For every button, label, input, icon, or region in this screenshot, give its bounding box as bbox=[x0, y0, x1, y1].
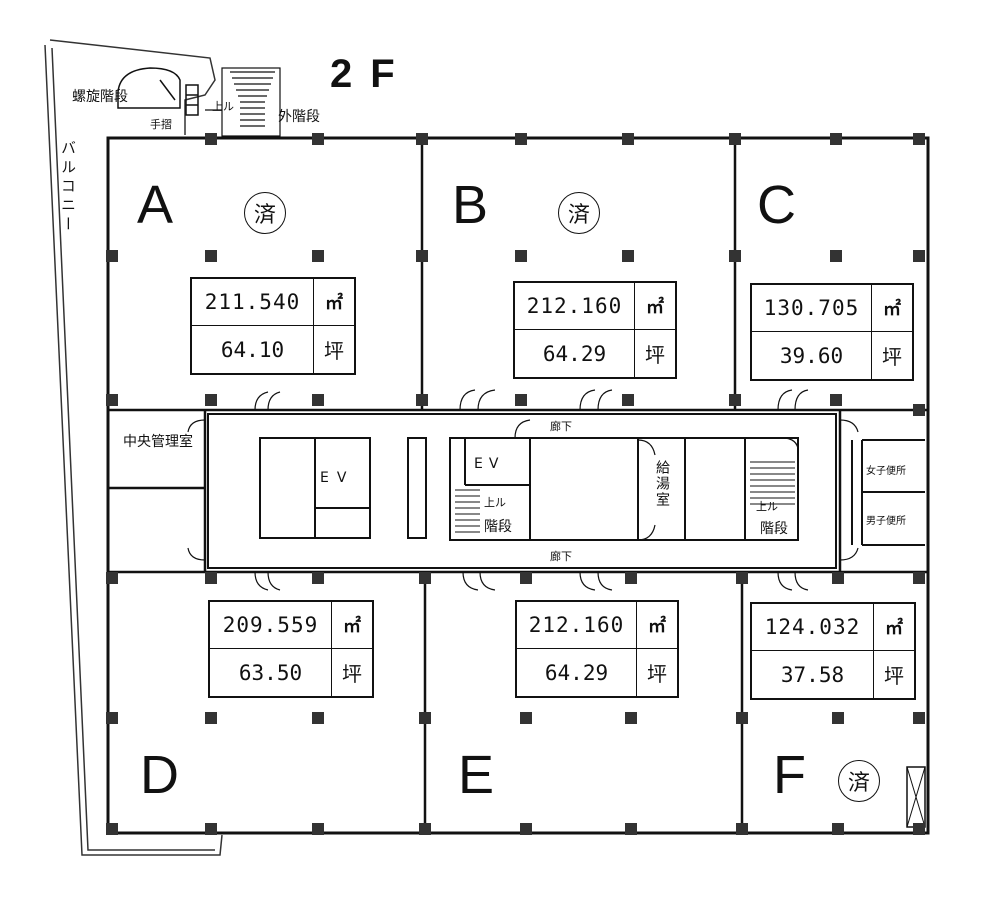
unit-c-tsubo: 39.60 bbox=[752, 332, 872, 379]
stair-left-label: 階段 bbox=[484, 519, 512, 535]
unit-f-tsubo-unit: 坪 bbox=[884, 664, 904, 688]
womens-toilet-label: 女子便所 bbox=[866, 466, 906, 477]
unit-f-sqm: 124.032 bbox=[752, 604, 874, 651]
unit-f-letter: F bbox=[773, 745, 806, 805]
ev-label-2: EV bbox=[474, 456, 505, 472]
unit-a-sqm-unit: ㎡ bbox=[314, 279, 354, 326]
corridor-top-label: 廊下 bbox=[550, 420, 572, 433]
unit-e-sqm-unit: ㎡ bbox=[637, 602, 677, 649]
unit-c-sqm: 130.705 bbox=[752, 285, 872, 332]
stair-left-up-label: 上ル bbox=[484, 496, 506, 509]
exterior-stair-drawing bbox=[205, 67, 281, 137]
unit-e-sqm: 212.160 bbox=[517, 602, 637, 649]
unit-d-tsubo-unit: 坪 bbox=[342, 662, 362, 686]
core-stair-hatching bbox=[455, 461, 926, 828]
central-core bbox=[207, 413, 925, 569]
unit-f-occupied-stamp: 済 bbox=[838, 760, 880, 802]
unit-c-area-box: 130.705 ㎡ 39.60 坪 bbox=[750, 283, 914, 381]
unit-a-area-box: 211.540 ㎡ 64.10 坪 bbox=[190, 277, 356, 375]
unit-d-sqm-unit: ㎡ bbox=[332, 602, 372, 649]
central-office-label: 中央管理室 bbox=[123, 434, 193, 450]
exterior-stair-label: 外階段 bbox=[278, 109, 320, 125]
unit-b-sqm: 212.160 bbox=[515, 283, 635, 330]
spiral-stair-label: 螺旋階段 bbox=[72, 89, 128, 105]
unit-f-area-box: 124.032 ㎡ 37.58 坪 bbox=[750, 602, 916, 700]
unit-a-letter: A bbox=[137, 175, 174, 235]
unit-e-letter: E bbox=[458, 745, 495, 805]
unit-d-letter: D bbox=[140, 745, 179, 805]
unit-b-occupied-stamp: 済 bbox=[558, 192, 600, 234]
partition-walls bbox=[108, 138, 928, 833]
spiral-stair-drawing bbox=[117, 67, 199, 116]
unit-b-tsubo-unit: 坪 bbox=[645, 343, 665, 367]
balcony-outline bbox=[44, 39, 223, 856]
mens-toilet-label: 男子便所 bbox=[866, 516, 906, 527]
kitchenette-label: 給湯室 bbox=[654, 460, 670, 508]
corridor-bottom-label: 廊下 bbox=[550, 550, 572, 563]
unit-a-tsubo: 64.10 bbox=[192, 326, 314, 373]
unit-c-tsubo-unit: 坪 bbox=[882, 345, 902, 369]
door-swings bbox=[187, 389, 859, 591]
unit-b-tsubo: 64.29 bbox=[515, 330, 635, 377]
unit-d-sqm: 209.559 bbox=[210, 602, 332, 649]
unit-c-letter: C bbox=[757, 175, 796, 235]
unit-b-area-box: 212.160 ㎡ 64.29 坪 bbox=[513, 281, 677, 379]
unit-f-sqm-unit: ㎡ bbox=[874, 604, 914, 651]
ev-label-1: EV bbox=[320, 470, 355, 486]
unit-e-area-box: 212.160 ㎡ 64.29 坪 bbox=[515, 600, 679, 698]
unit-b-letter: B bbox=[452, 175, 489, 235]
handrail-label: 手摺 bbox=[150, 118, 172, 131]
structural-columns bbox=[106, 133, 925, 835]
unit-b-sqm-unit: ㎡ bbox=[635, 283, 675, 330]
up-label-exterior: 上ル bbox=[212, 100, 234, 113]
unit-f-tsubo: 37.58 bbox=[752, 651, 874, 698]
unit-c-sqm-unit: ㎡ bbox=[872, 285, 912, 332]
unit-a-occupied-stamp: 済 bbox=[244, 192, 286, 234]
unit-e-tsubo-unit: 坪 bbox=[647, 662, 667, 686]
stair-right-up-label: 上ル bbox=[756, 500, 778, 513]
unit-a-tsubo-unit: 坪 bbox=[324, 339, 344, 363]
unit-e-tsubo: 64.29 bbox=[517, 649, 637, 696]
unit-a-sqm: 211.540 bbox=[192, 279, 314, 326]
unit-d-tsubo: 63.50 bbox=[210, 649, 332, 696]
balcony-label: バルコニー bbox=[59, 140, 77, 235]
unit-d-area-box: 209.559 ㎡ 63.50 坪 bbox=[208, 600, 374, 698]
floor-title: 2F bbox=[330, 52, 413, 96]
stair-right-label: 階段 bbox=[760, 521, 788, 537]
